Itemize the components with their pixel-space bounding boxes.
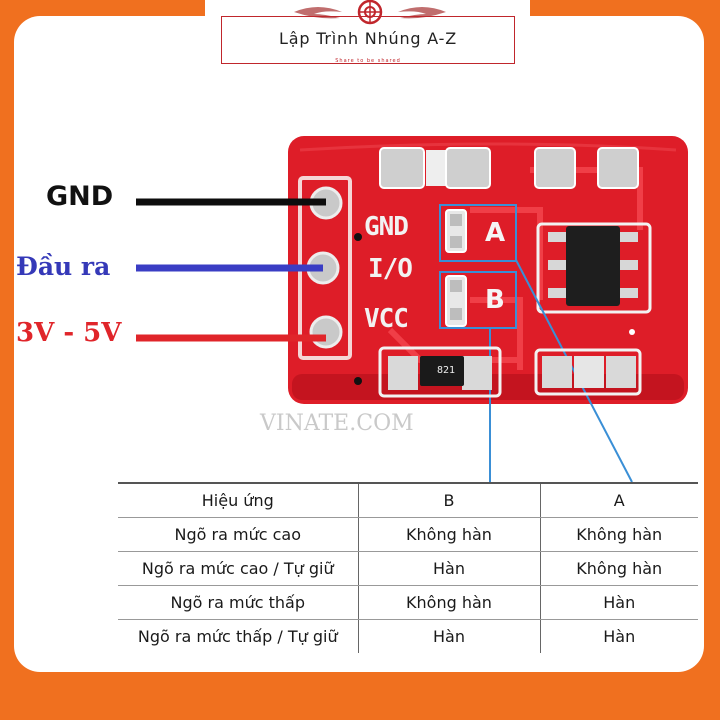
pad-top-2 xyxy=(445,147,491,189)
header-a: A xyxy=(540,482,698,518)
brand-emblem-icon xyxy=(294,0,446,25)
pad-top-1 xyxy=(379,147,425,189)
resistor-smd xyxy=(420,356,464,386)
header-effect: Hiệu ứng xyxy=(118,482,359,518)
row-effect: Ngõ ra mức cao / Tự giữ xyxy=(118,551,359,586)
pad-top-3 xyxy=(534,147,576,189)
label-gnd: GND xyxy=(46,181,114,212)
table-row: Ngõ ra mức cao / Tự giữ Hàn Không hàn xyxy=(118,551,698,586)
table-row: Ngõ ra mức thấp Không hàn Hàn xyxy=(118,585,698,620)
row-b: Hàn xyxy=(358,551,541,586)
label-power: 3V - 5V xyxy=(16,318,122,348)
table-row: Ngõ ra mức thấp / Tự giữ Hàn Hàn xyxy=(118,619,698,653)
jumper-config-table: Hiệu ứng B A Ngõ ra mức cao Không hàn Kh… xyxy=(118,482,698,653)
pad-top-4 xyxy=(597,147,639,189)
row-a: Không hàn xyxy=(540,551,698,586)
brand-logo-border xyxy=(221,16,515,64)
pcb-body xyxy=(288,136,688,404)
ic-chip xyxy=(566,226,620,306)
row-a: Không hàn xyxy=(540,517,698,552)
watermark: VINATE.COM xyxy=(260,411,414,436)
silk-pad-b: B xyxy=(485,285,505,315)
row-effect: Ngõ ra mức thấp xyxy=(118,585,359,620)
label-output: Đầu ra xyxy=(16,252,111,281)
pin-vcc xyxy=(309,315,343,349)
jumper-a-highlight xyxy=(439,204,517,262)
table-header-row: Hiệu ứng B A xyxy=(118,482,698,518)
row-b: Không hàn xyxy=(358,517,541,552)
resistor-label: 821 xyxy=(437,365,456,376)
brand-title: Lập Trình Nhúng A-Z xyxy=(279,29,457,48)
header-b: B xyxy=(358,482,541,518)
silk-io: I/O xyxy=(368,254,413,284)
silk-gnd: GND xyxy=(364,212,409,242)
row-effect: Ngõ ra mức thấp / Tự giữ xyxy=(118,619,359,653)
brand-subtitle: Share to be shared xyxy=(335,58,401,64)
row-a: Hàn xyxy=(603,627,636,646)
silk-vcc: VCC xyxy=(364,304,409,334)
row-b: Hàn xyxy=(358,619,541,653)
ic-chip-outline xyxy=(536,222,652,314)
jumper-b-highlight xyxy=(439,271,517,329)
row-a: Hàn xyxy=(540,585,698,620)
row-b: Không hàn xyxy=(358,585,541,620)
silk-pad-a: A xyxy=(485,218,506,248)
row-effect: Ngõ ra mức cao xyxy=(118,517,359,552)
table-row: Ngõ ra mức cao Không hàn Không hàn xyxy=(118,517,698,552)
